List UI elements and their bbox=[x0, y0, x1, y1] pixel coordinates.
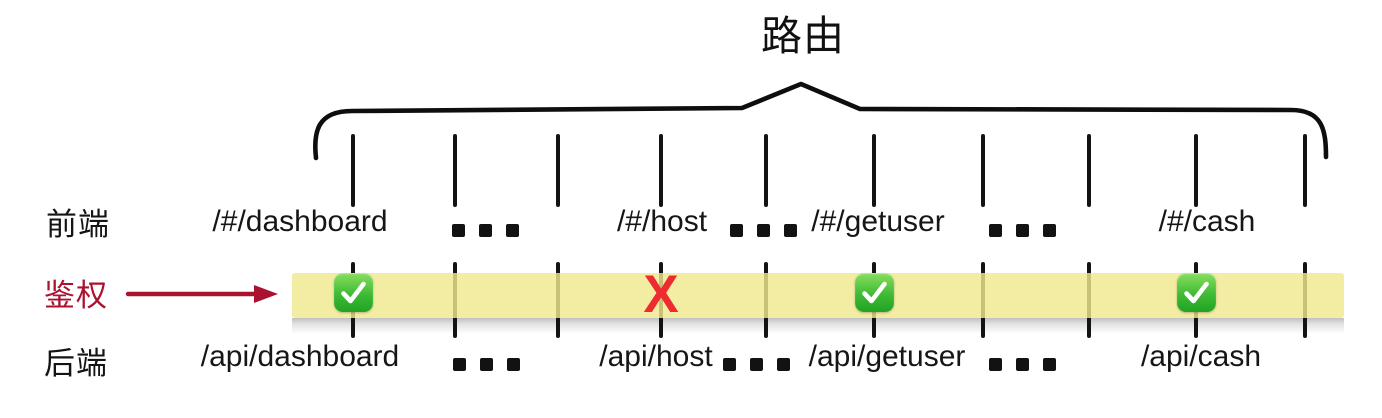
route-tick bbox=[980, 134, 986, 207]
ellipsis-dot bbox=[1042, 358, 1056, 371]
ellipsis-dots bbox=[722, 358, 790, 371]
ellipsis-dot bbox=[452, 358, 466, 371]
ellipsis-dot bbox=[783, 224, 797, 237]
green-check-icon bbox=[1176, 273, 1216, 312]
auth-band-shadow bbox=[292, 318, 1344, 334]
diagram-title: 路由 bbox=[761, 13, 845, 59]
ellipsis-dots bbox=[729, 224, 797, 237]
backend-route-dashboard: /api/dashboard bbox=[200, 340, 400, 373]
ellipsis-dot bbox=[478, 224, 492, 237]
route-tick bbox=[452, 134, 458, 207]
route-tick bbox=[658, 134, 664, 207]
backend-route-cash: /api/cash bbox=[1140, 340, 1262, 373]
frontend-route-dashboard: /#/dashboard bbox=[212, 205, 388, 238]
green-check-icon bbox=[854, 273, 894, 312]
route-tick bbox=[1086, 134, 1092, 207]
route-tick bbox=[350, 134, 356, 207]
route-tick bbox=[1302, 134, 1308, 207]
check-glyph bbox=[861, 281, 887, 304]
ellipsis-dot bbox=[451, 224, 465, 237]
ellipsis-dot bbox=[722, 358, 736, 371]
ellipsis-dot bbox=[776, 358, 790, 371]
route-tick bbox=[871, 134, 877, 207]
ellipsis-dot bbox=[1015, 224, 1029, 237]
ellipsis-dot bbox=[506, 358, 520, 371]
auth-arrow-icon bbox=[125, 285, 278, 303]
backend-route-host: /api/host bbox=[599, 340, 713, 373]
ellipsis-dot bbox=[749, 358, 763, 371]
ellipsis-dots bbox=[988, 224, 1056, 237]
route-tick bbox=[763, 134, 769, 207]
check-glyph bbox=[340, 281, 366, 304]
green-check-icon bbox=[333, 273, 373, 312]
ellipsis-dot bbox=[988, 224, 1002, 237]
red-x-icon: X bbox=[643, 264, 679, 324]
ellipsis-dot bbox=[756, 224, 770, 237]
backend-route-getuser: /api/getuser bbox=[808, 340, 966, 373]
frontend-route-host: /#/host bbox=[616, 205, 708, 238]
ellipsis-dots bbox=[451, 224, 519, 237]
auth-highlight-band bbox=[292, 273, 1344, 318]
ellipsis-dot bbox=[479, 358, 493, 371]
frontend-row-label: 前端 bbox=[46, 207, 110, 242]
ellipsis-dot bbox=[505, 224, 519, 237]
auth-row-label: 鉴权 bbox=[44, 278, 108, 313]
backend-row-label: 后端 bbox=[44, 346, 108, 381]
route-tick bbox=[555, 134, 561, 207]
ellipsis-dot bbox=[1015, 358, 1029, 371]
ellipsis-dot bbox=[1042, 224, 1056, 237]
frontend-route-cash: /#/cash bbox=[1158, 205, 1256, 238]
ellipsis-dots bbox=[988, 358, 1056, 371]
ellipsis-dot bbox=[729, 224, 743, 237]
frontend-route-getuser: /#/getuser bbox=[811, 205, 945, 238]
route-tick bbox=[1193, 134, 1199, 207]
ellipsis-dot bbox=[988, 358, 1002, 371]
check-glyph bbox=[1183, 281, 1209, 304]
ellipsis-dots bbox=[452, 358, 520, 371]
